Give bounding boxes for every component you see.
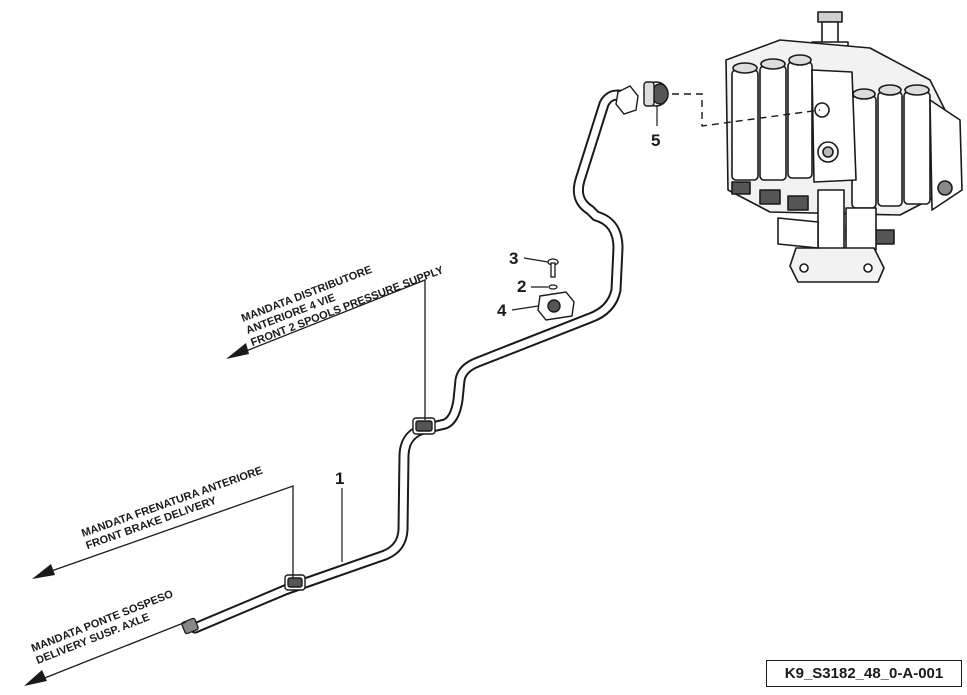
- connection-dashed-line: [672, 93, 821, 127]
- callout-front-brake: MANDATA FRENATURA ANTERIORE FRONT BRAKE …: [80, 465, 264, 552]
- part-number-1: 1: [335, 469, 344, 488]
- reference-code-box: K9_S3182_48_0-A-001: [766, 660, 962, 687]
- part-number-2: 2: [517, 277, 526, 296]
- part-number-5: 5: [651, 131, 660, 150]
- arrowheads: [24, 343, 249, 686]
- clamp-part-4: [537, 291, 575, 321]
- pipe-nut: [615, 85, 639, 115]
- pipe-assembly: [181, 89, 630, 635]
- callout-susp-axle: MANDATA PONTE SOSPESO DELIVERY SUSP. AXL…: [30, 588, 176, 667]
- fitting-part-5: [643, 81, 669, 107]
- washer-part-2: [548, 284, 558, 290]
- part-number-3: 3: [509, 249, 518, 268]
- callout-arrows: [31, 279, 426, 684]
- leader-lines: [341, 105, 658, 562]
- part-number-4: 4: [497, 301, 507, 320]
- bolt-part-3: [547, 258, 559, 278]
- callout-susp-axle-line1: MANDATA PONTE SOSPESO: [30, 588, 176, 655]
- reference-code: K9_S3182_48_0-A-001: [784, 665, 944, 682]
- valve-block: [725, 11, 963, 283]
- callout-front-spools: MANDATA DISTRIBUTORE ANTERIORE 4 VIE FRO…: [240, 264, 446, 349]
- tee-fitting-lower: [284, 574, 306, 591]
- tee-fitting-upper: [412, 417, 436, 435]
